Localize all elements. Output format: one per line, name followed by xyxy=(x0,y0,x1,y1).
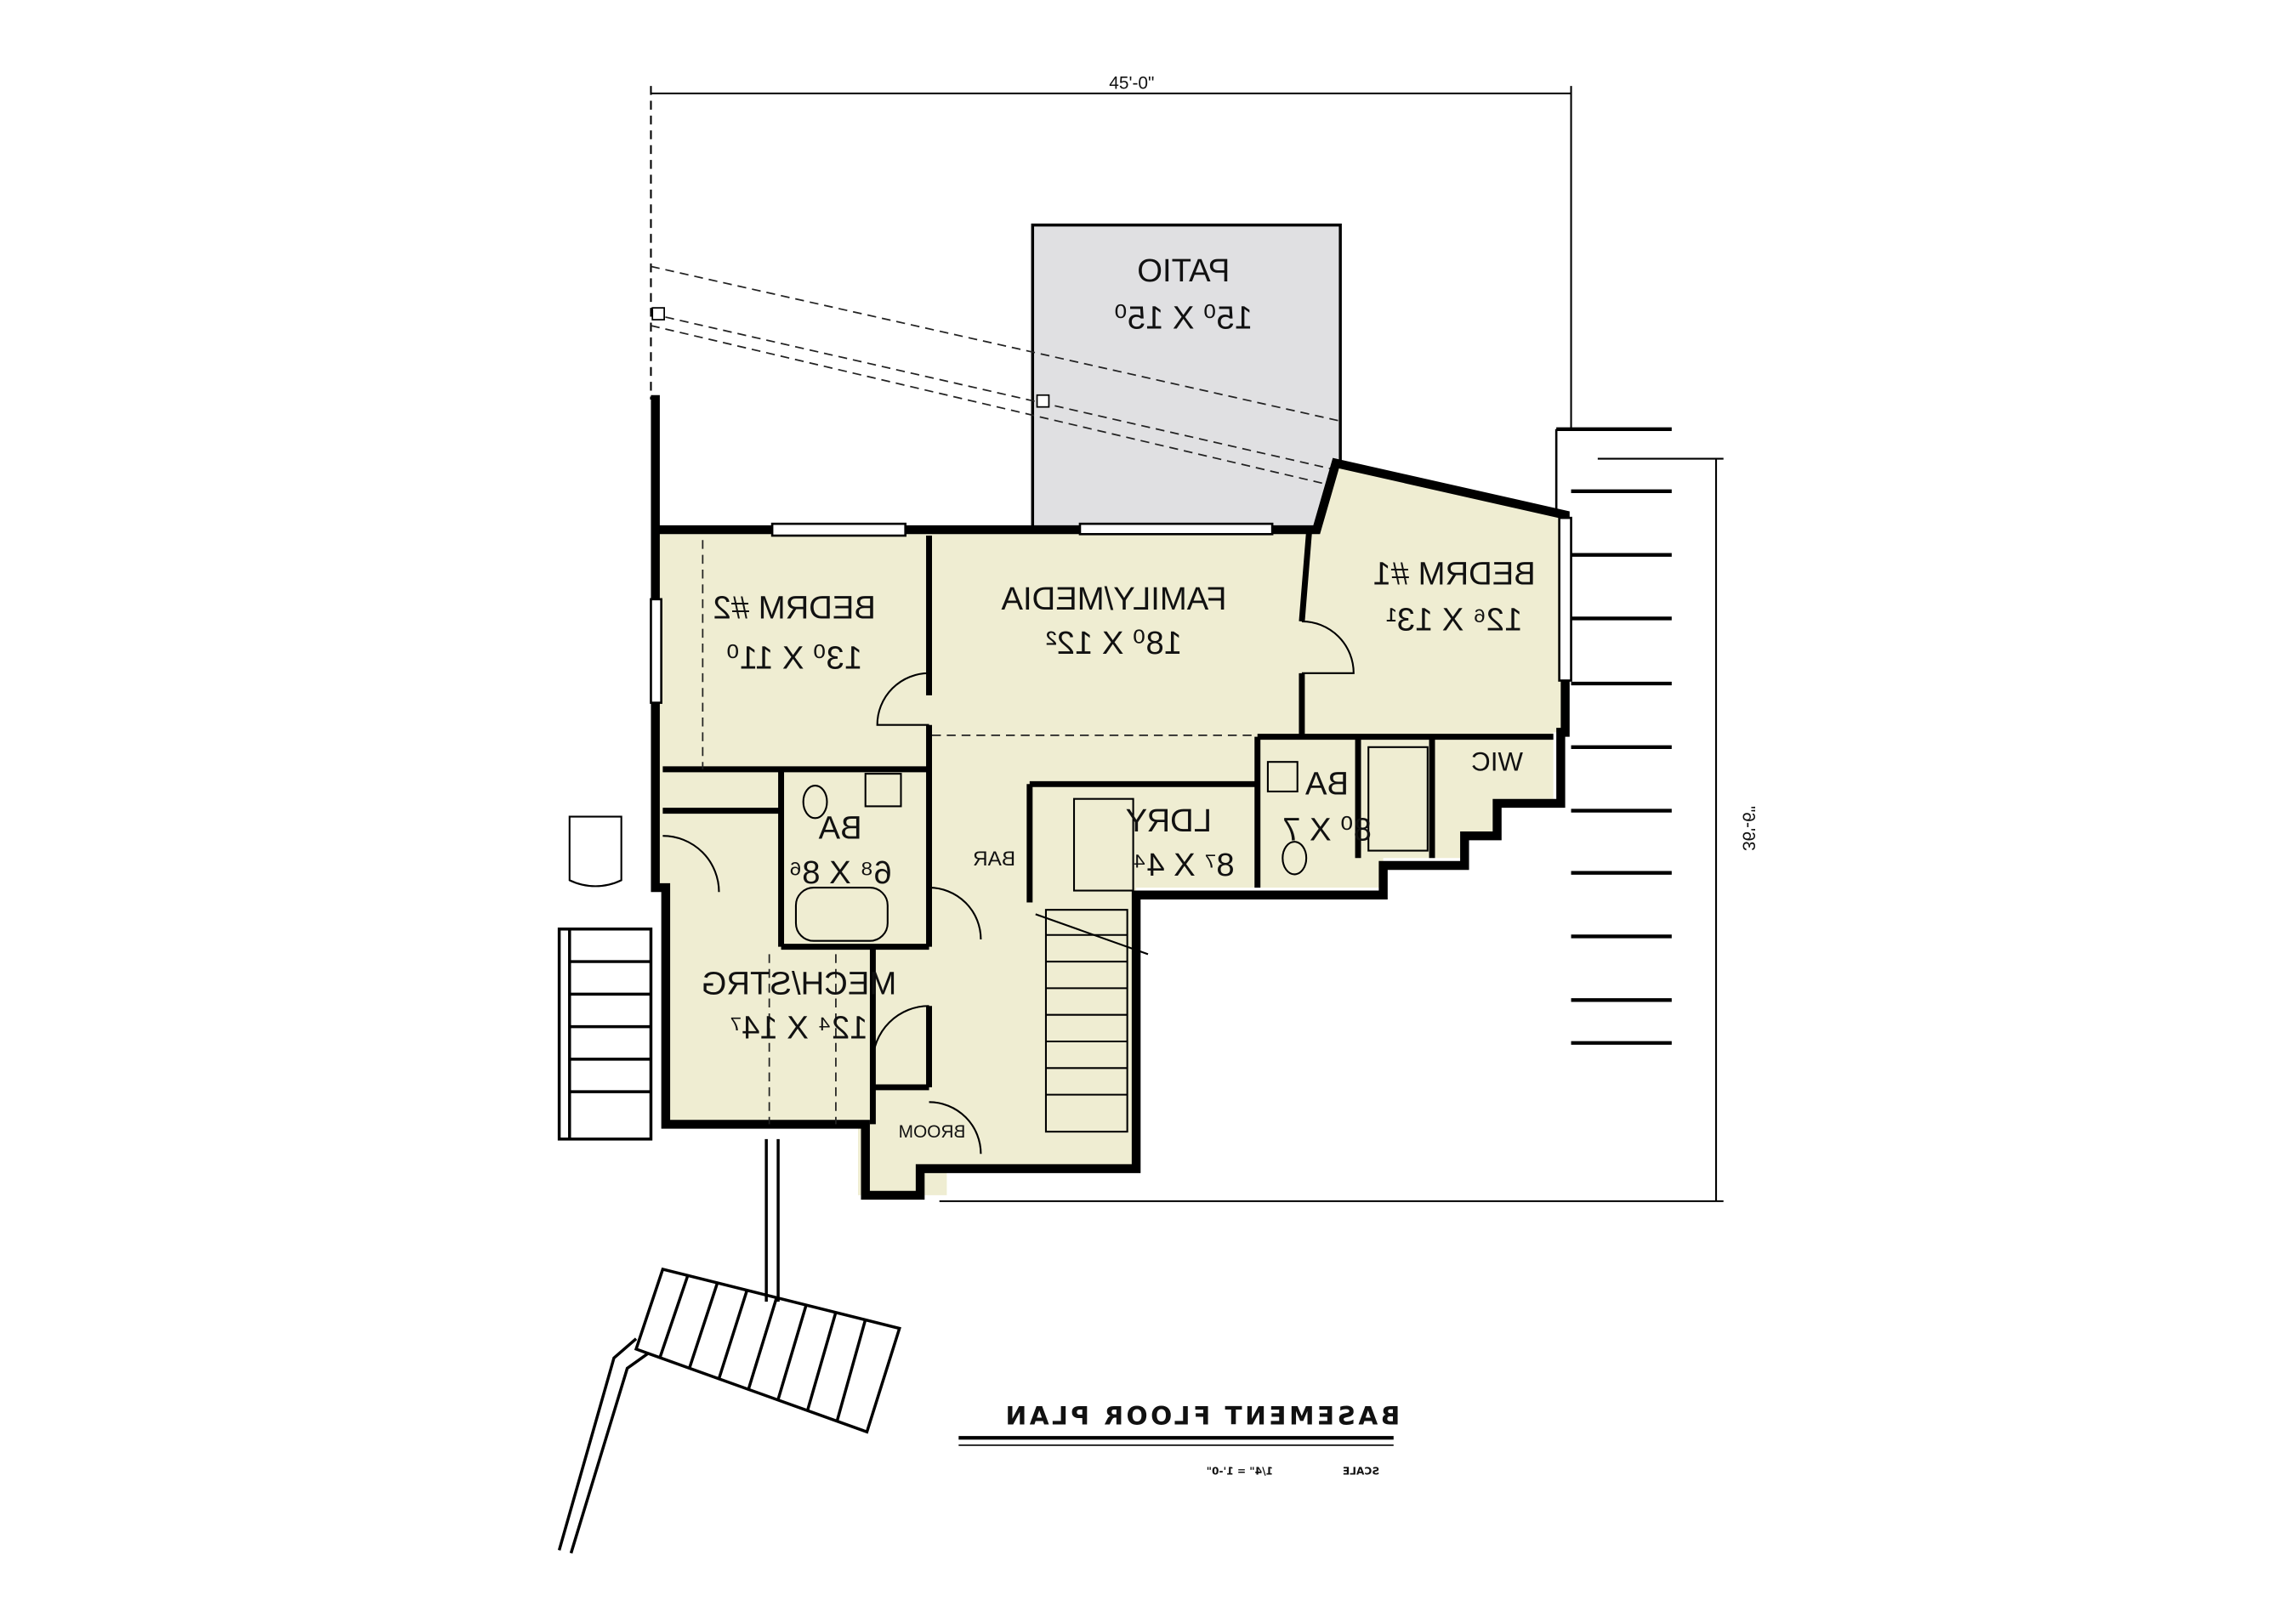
exterior-stairs-right xyxy=(1554,427,1672,1045)
room-name-ldry: LDRY xyxy=(1126,803,1212,839)
dimension-lines xyxy=(650,86,1724,1202)
room-name-mech: MECH/STRG xyxy=(702,965,897,1001)
room-name-broom: BROOM xyxy=(899,1122,966,1142)
exterior-walls xyxy=(651,394,1570,1200)
interior-walls xyxy=(662,529,1554,1125)
room-name-ba-right: BA xyxy=(1305,765,1350,802)
interior-stairs xyxy=(1035,797,1149,1133)
plan-title: BASEMENT FLOOR PLAN xyxy=(1003,1402,1400,1431)
overall-depth-label: 36'-6" xyxy=(1738,806,1758,851)
room-size-mech: 12⁴ X 14⁷ xyxy=(730,1010,867,1047)
room-size-bedrm2: 13⁰ X 11⁰ xyxy=(726,640,862,677)
building-interior xyxy=(658,462,1566,1195)
exterior-stairs-left xyxy=(557,928,901,1554)
fixtures xyxy=(794,746,1429,942)
room-labels: PATIO 15⁰ X 15⁰ BEDRM #2 13⁰ X 11⁰ FAMIL… xyxy=(702,252,1536,1142)
ceiling-lines xyxy=(702,540,1258,1125)
room-size-bedrm1: 12⁶ X 13¹ xyxy=(1386,601,1522,638)
overall-width-label: 45'-0" xyxy=(1109,74,1154,94)
room-size-patio: 15⁰ X 15⁰ xyxy=(1114,299,1253,336)
room-size-ldry: 8⁷ X 4⁴ xyxy=(1133,847,1235,883)
room-name-bedrm2: BEDRM #2 xyxy=(713,589,876,626)
room-name-patio: PATIO xyxy=(1137,252,1230,289)
room-name-family: FAMILY/MEDIA xyxy=(1001,581,1227,617)
room-size-ba-right: 8⁰ X 7 xyxy=(1282,811,1372,848)
room-name-ba-left: BA xyxy=(818,810,862,847)
roof-overhang-lines xyxy=(651,265,1344,486)
door-swings xyxy=(568,620,1355,1155)
room-name-bedrm1: BEDRM #1 xyxy=(1372,555,1535,592)
room-size-family: 18⁰ X 12² xyxy=(1046,625,1182,661)
patio-area xyxy=(1031,223,1342,531)
room-name-wic: WIC xyxy=(1471,747,1523,777)
scale-label: SCALE xyxy=(1343,1466,1379,1478)
room-name-bar: BAR xyxy=(973,848,1015,871)
windows xyxy=(650,516,1572,704)
scale-value: 1/4" = 1'-0" xyxy=(1207,1466,1273,1478)
room-size-ba-left: 6⁸ X 8⁶ xyxy=(789,854,892,891)
